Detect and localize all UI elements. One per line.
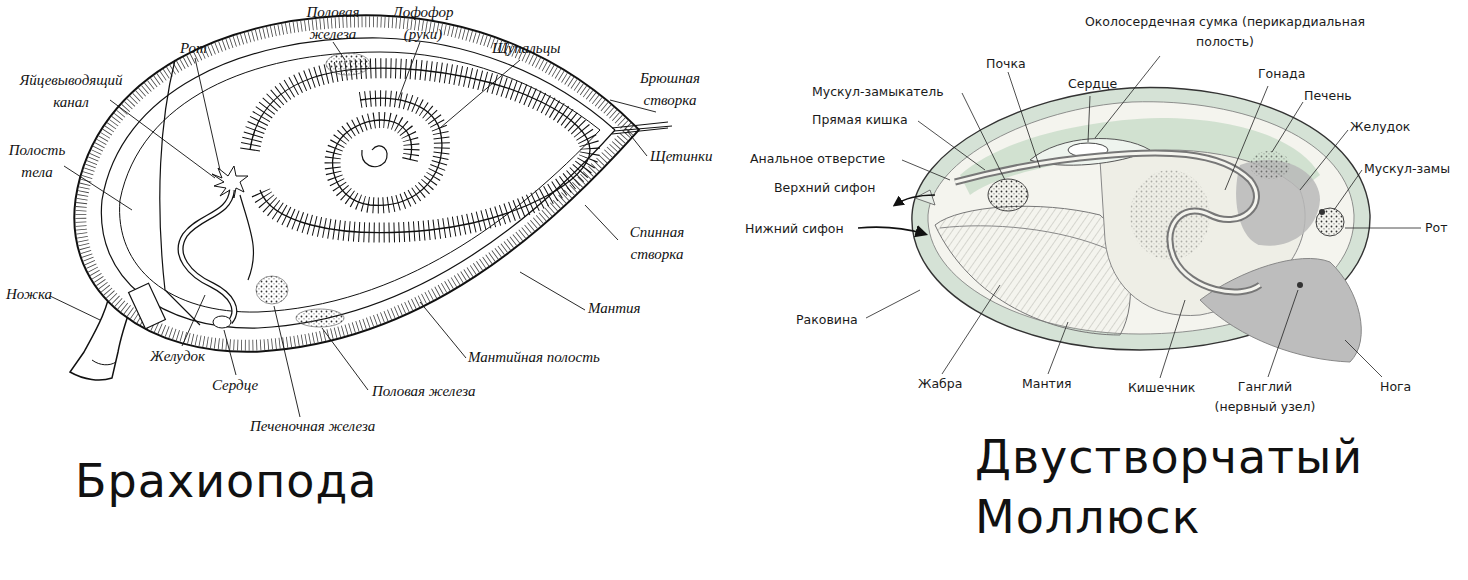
bivalve-figure [858, 56, 1421, 378]
part-label: Половая железа [300, 2, 366, 46]
part-label: Мускул-замыкатель [812, 82, 944, 102]
part-label: Желудок [150, 346, 205, 368]
part-label: Почка [986, 54, 1026, 74]
part-label: Половая железа [372, 381, 476, 403]
part-label: Верхний сифон [774, 178, 876, 198]
part-label: Ножка [6, 284, 52, 306]
part-label: Яйцевыводящий канал [12, 70, 130, 114]
brachiopod-figure [50, 22, 672, 417]
part-label: Мантийная полость [468, 347, 600, 369]
part-label: Анальное отверстие [750, 149, 885, 169]
part-label: Сердце [212, 375, 258, 397]
part-label: Околосердечная сумка (перикардиальная по… [1080, 12, 1370, 52]
part-label: Прямая кишка [812, 110, 908, 130]
part-label: Спинная створка [618, 222, 696, 266]
part-label: Раковина [796, 310, 858, 330]
caption-text: Двустворчатый Моллюск [975, 428, 1415, 548]
part-label: Мантия [1022, 374, 1072, 394]
part-label: Сердце [1068, 74, 1117, 94]
part-label: Рот [1425, 218, 1447, 238]
part-label: Печеночная железа [250, 416, 375, 438]
part-label: Жабра [918, 374, 962, 394]
part-label: Нога [1380, 377, 1411, 397]
part-label: Гонада [1258, 64, 1305, 84]
caption-text: Брахиопода [75, 452, 377, 512]
part-label: Желудок [1350, 117, 1410, 137]
part-label: Полость тела [8, 140, 66, 184]
part-label: Печень [1304, 86, 1352, 106]
part-label: Лофофор (руки) [390, 2, 456, 46]
part-label: Брюшная створка [630, 68, 710, 112]
part-label: Ганглий (нервный узел) [1205, 377, 1325, 417]
part-label: Нижний сифон [745, 219, 844, 239]
part-label: Мускул-замы [1364, 159, 1450, 179]
part-label: Мантия [588, 298, 641, 320]
part-label: Рот [180, 38, 207, 60]
part-label: Щупальцы [492, 38, 560, 60]
part-label: Щетинки [650, 146, 712, 168]
part-label: Кишечник [1128, 378, 1195, 398]
